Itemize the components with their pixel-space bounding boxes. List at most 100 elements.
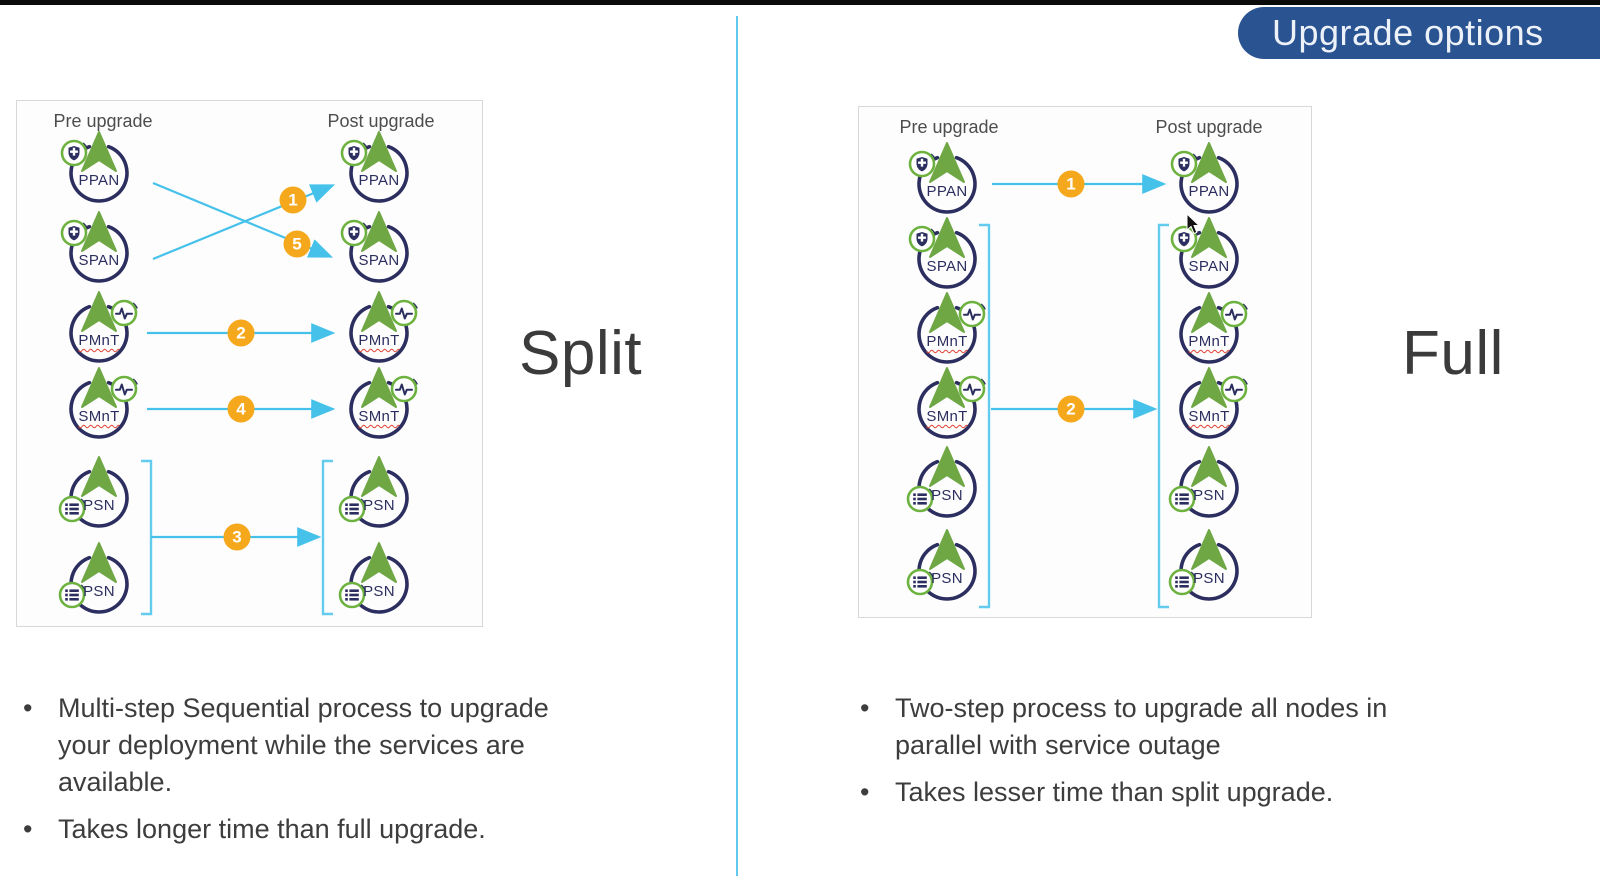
ise-arrow-icon xyxy=(81,542,117,583)
node-label: SMnT xyxy=(358,408,400,425)
ise-arrow-icon xyxy=(81,291,117,332)
pulse-icon xyxy=(958,300,986,328)
node-label: PPAN xyxy=(1188,183,1230,200)
shield-icon xyxy=(340,139,368,167)
node-ring xyxy=(1179,542,1239,601)
full-pre-node-smnt-4: SMnT xyxy=(907,365,987,441)
ise-arrow-icon xyxy=(81,367,117,408)
ise-arrow-icon xyxy=(1191,446,1227,487)
ise-arrow-icon xyxy=(361,542,397,583)
split-post-node-ppan-1: PPAN xyxy=(339,129,419,205)
step-badge-span-to-ppan: 1 xyxy=(279,186,307,214)
node-label: PMnT xyxy=(78,332,120,349)
full-post-node-span-2: SPAN xyxy=(1169,215,1249,291)
ise-node-icon xyxy=(60,211,129,283)
split-post-node-pmnt-3: PMnT xyxy=(339,289,419,365)
ise-node-icon xyxy=(917,367,986,439)
node-label: SMnT xyxy=(78,408,120,425)
full-post-node-psn-5: PSN xyxy=(1168,444,1249,520)
ise-arrow-icon xyxy=(1191,142,1227,183)
node-label: PMnT xyxy=(358,332,400,349)
step-badge-group: 2 xyxy=(1057,395,1085,423)
node-label: PPAN xyxy=(926,183,968,200)
split-pre-node-pmnt-3: PMnT xyxy=(59,289,139,365)
split-bullet-1: Multi-step Sequential process to upgrade… xyxy=(18,690,563,801)
node-ring xyxy=(917,459,977,518)
ise-node-icon xyxy=(908,217,977,289)
full-pre-node-psn-5: PSN xyxy=(906,444,987,520)
ise-node-icon xyxy=(340,131,409,203)
list-icon xyxy=(58,495,86,523)
ise-node-icon xyxy=(58,542,129,614)
ise-node-icon xyxy=(1179,292,1248,364)
step-badge-smnt: 4 xyxy=(227,395,255,423)
pulse-icon xyxy=(1220,375,1248,403)
split-post-node-psn-6: PSN xyxy=(338,540,419,616)
ise-arrow-icon xyxy=(1191,292,1227,333)
node-label: PPAN xyxy=(358,172,400,189)
group-bracket-right xyxy=(1157,223,1169,609)
banner-label: Upgrade options xyxy=(1272,12,1544,53)
full-pre-node-ppan-1: PPAN xyxy=(907,140,987,216)
node-label: SMnT xyxy=(926,408,968,425)
node-label: PMnT xyxy=(1188,333,1230,350)
ise-node-icon xyxy=(917,292,986,364)
ise-arrow-icon xyxy=(81,456,117,497)
full-pre-node-psn-6: PSN xyxy=(906,527,987,603)
full-bullet-2: Takes lesser time than split upgrade. xyxy=(855,774,1445,811)
node-label: PSN xyxy=(931,487,963,504)
ise-node-icon xyxy=(1170,142,1239,214)
node-ring xyxy=(69,555,129,614)
step-badge-psn-group: 3 xyxy=(223,523,251,551)
shield-icon xyxy=(60,139,88,167)
node-label: PSN xyxy=(931,570,963,587)
full-post-node-ppan-1: PPAN xyxy=(1169,140,1249,216)
ise-node-icon xyxy=(340,211,409,283)
step-badge-ppan: 1 xyxy=(1057,170,1085,198)
full-bullets: Two-step process to upgrade all nodes in… xyxy=(855,690,1445,811)
node-label: PSN xyxy=(363,497,395,514)
ise-node-icon xyxy=(1168,446,1239,518)
pulse-icon xyxy=(390,375,418,403)
ise-node-icon xyxy=(906,446,977,518)
ise-node-icon xyxy=(908,142,977,214)
split-pre-node-psn-5: PSN xyxy=(58,454,139,530)
list-icon xyxy=(1168,568,1196,596)
pulse-icon xyxy=(390,299,418,327)
node-label: PSN xyxy=(363,583,395,600)
full-pre-upgrade-header: Pre upgrade xyxy=(899,117,999,137)
vertical-divider xyxy=(736,16,738,876)
node-label: SPAN xyxy=(926,258,968,275)
ise-node-icon xyxy=(906,529,977,601)
ise-arrow-icon xyxy=(81,131,117,172)
ise-arrow-icon xyxy=(929,292,965,333)
node-ring xyxy=(917,542,977,601)
top-bar xyxy=(0,0,1600,5)
split-post-node-span-2: SPAN xyxy=(339,209,419,285)
ise-arrow-icon xyxy=(929,529,965,570)
node-ring xyxy=(1179,459,1239,518)
node-label: PSN xyxy=(1193,570,1225,587)
pulse-icon xyxy=(110,375,138,403)
psn-group-bracket-right xyxy=(321,459,333,616)
split-post-node-psn-5: PSN xyxy=(338,454,419,530)
node-label: PMnT xyxy=(926,333,968,350)
split-pre-node-span-2: SPAN xyxy=(59,209,139,285)
node-ring xyxy=(349,555,409,614)
list-icon xyxy=(906,568,934,596)
ise-arrow-icon xyxy=(361,456,397,497)
ise-node-icon xyxy=(1168,529,1239,601)
ise-node-icon xyxy=(58,456,129,528)
ise-arrow-icon xyxy=(929,367,965,408)
ise-arrow-icon xyxy=(361,131,397,172)
split-pre-node-ppan-1: PPAN xyxy=(59,129,139,205)
list-icon xyxy=(906,485,934,513)
node-label: SMnT xyxy=(1188,408,1230,425)
split-pre-node-psn-6: PSN xyxy=(58,540,139,616)
node-label: PSN xyxy=(83,583,115,600)
split-post-upgrade-header: Post upgrade xyxy=(327,111,435,131)
full-pre-node-span-2: SPAN xyxy=(907,215,987,291)
